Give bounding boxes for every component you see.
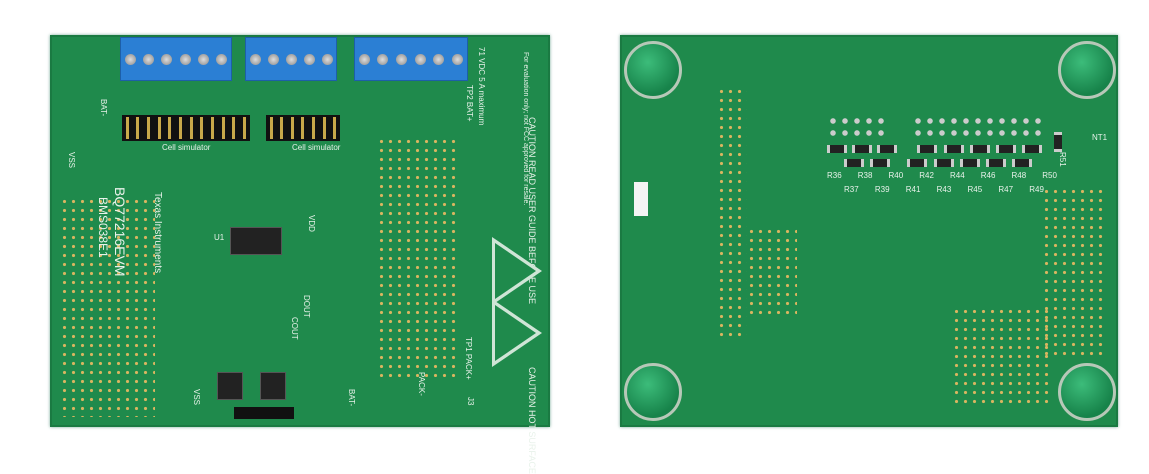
resistor	[1022, 145, 1042, 153]
resistor	[970, 145, 990, 153]
cell-simulator-label: Cell simulator	[162, 143, 211, 152]
resistor-label: R37	[844, 185, 859, 194]
resistor-label: R44	[950, 171, 965, 180]
resistor-label: R47	[998, 185, 1014, 194]
resistor	[844, 159, 864, 167]
via-field	[1042, 187, 1107, 357]
resistor-label: R51	[1058, 152, 1067, 167]
hot-surface-icon	[492, 299, 542, 367]
pin-header	[234, 407, 294, 419]
ti-logo-text: Texas Instruments	[152, 192, 163, 274]
component-label: NT1	[1092, 133, 1108, 142]
resistor	[960, 159, 980, 167]
resistor-label: R49	[1029, 185, 1044, 194]
prototype-area	[60, 197, 155, 417]
resistor-label: R42	[919, 171, 934, 180]
rating-label: 71 VDC 5 A maximum	[477, 47, 486, 126]
board-id: BMS038E1	[96, 197, 110, 258]
test-point-label: TP2 BAT+	[465, 85, 474, 122]
terminal-block	[354, 37, 468, 81]
resistor-label: R46	[980, 171, 996, 180]
mosfet	[217, 372, 243, 400]
via-field	[952, 307, 1052, 407]
prototype-area	[377, 137, 457, 377]
barcode-label	[634, 182, 648, 216]
right-pcb-board: R36 R38 R40 R42 R44 R46 R48 R50 R37 R39 …	[620, 35, 1118, 427]
resistor-label: R36	[827, 171, 842, 180]
test-point-label: TP1 PACK+	[464, 337, 473, 380]
resistor-label: R48	[1011, 171, 1027, 180]
resistor-label: R41	[905, 185, 921, 194]
pin-header	[266, 115, 340, 141]
ic-chip	[230, 227, 282, 255]
resistor	[944, 145, 964, 153]
terminal-block	[245, 37, 337, 81]
resistor	[1054, 132, 1062, 152]
warning-icon	[492, 237, 542, 305]
test-point-label: VSS	[192, 389, 201, 406]
fcc-notice: For evaluation only; not FCC approved fo…	[522, 52, 529, 206]
resistor	[996, 145, 1016, 153]
resistor-label: R38	[857, 171, 873, 180]
mosfet	[260, 372, 286, 400]
mounting-pad	[624, 363, 682, 421]
test-point-label: COUT	[290, 317, 299, 340]
via-array	[912, 115, 1047, 139]
left-pcb-board: Cell simulator Cell simulator BQ77216EVM…	[50, 35, 550, 474]
test-point-label: BAT-	[347, 389, 356, 407]
caution-hot-label: CAUTION HOT SURFACE	[527, 367, 537, 474]
resistor-label: R43	[936, 185, 952, 194]
mounting-pad	[1058, 363, 1116, 421]
mounting-pad	[1058, 41, 1116, 99]
test-point-label: DOUT	[302, 295, 311, 318]
via-field	[747, 227, 797, 317]
resistor	[986, 159, 1006, 167]
pin-header	[122, 115, 250, 141]
test-point-label: J3	[466, 397, 475, 406]
resistor-label: R50	[1042, 171, 1057, 180]
via-array	[827, 115, 887, 139]
resistor	[877, 145, 897, 153]
resistor	[1012, 159, 1032, 167]
test-point-label: VDD	[307, 215, 316, 232]
mounting-pad	[624, 41, 682, 99]
resistor	[827, 145, 847, 153]
resistor	[934, 159, 954, 167]
resistor-label: R39	[874, 185, 890, 194]
resistor	[907, 159, 927, 167]
cell-simulator-label: Cell simulator	[292, 143, 341, 152]
resistor	[852, 145, 872, 153]
resistor-labels-top: R36 R38 R40 R42 R44 R46 R48 R50	[827, 171, 1057, 180]
resistor	[870, 159, 890, 167]
via-field	[717, 87, 747, 337]
test-point-label: PACK-	[417, 372, 426, 396]
resistor-labels-bottom: R37 R39 R41 R43 R45 R47 R49	[844, 185, 1044, 194]
caution-read-label: CAUTION READ USER GUIDE BEFORE USE	[527, 117, 537, 305]
resistor-label: R45	[967, 185, 983, 194]
test-point-label: VSS	[67, 152, 76, 169]
part-number: BQ77216EVM	[112, 187, 128, 277]
terminal-block	[120, 37, 232, 81]
resistor-label: R40	[888, 171, 904, 180]
resistor	[917, 145, 937, 153]
chip-label: U1	[214, 233, 225, 242]
test-point-label: BAT-	[99, 99, 108, 117]
